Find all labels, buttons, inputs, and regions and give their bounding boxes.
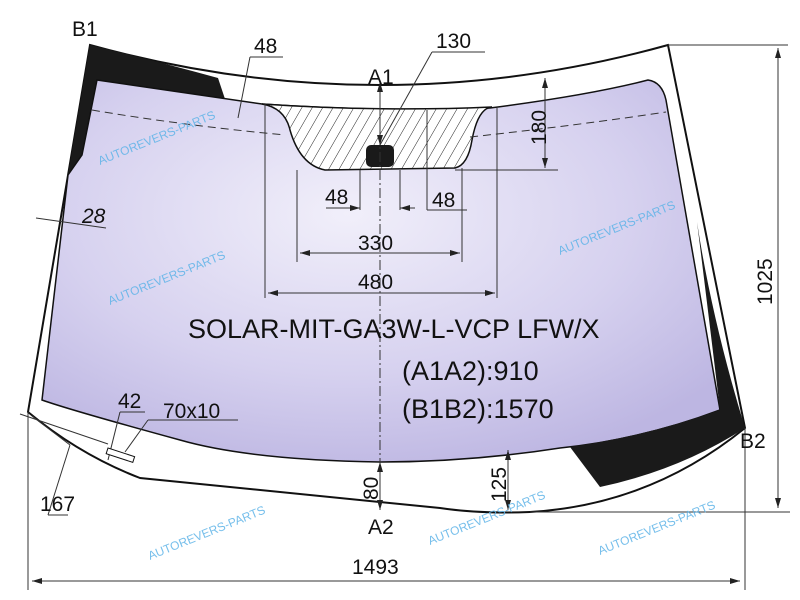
- dim-wiper-mark: 70x10: [163, 400, 220, 423]
- point-a1-label: A1: [368, 66, 394, 89]
- dim-corner-left: 167: [40, 493, 75, 516]
- dim-outer-width: 480: [358, 271, 393, 294]
- dim-inner-width: 330: [358, 232, 393, 255]
- dim-height: 1025: [754, 258, 777, 305]
- point-a2-label: A2: [368, 516, 394, 539]
- product-b1b2: (B1B2):1570: [402, 394, 554, 424]
- point-b2-label: B2: [740, 430, 766, 453]
- product-code: SOLAR-MIT-GA3W-L-VCP LFW/X: [188, 314, 600, 344]
- dim-wiper-offset: 42: [118, 390, 141, 413]
- dim-sensor-height: 180: [528, 110, 551, 145]
- dim-width: 1493: [352, 556, 399, 579]
- black-frit-right: [570, 222, 745, 487]
- dim-top-band: 48: [254, 35, 277, 58]
- dim-bottom-center: 80: [360, 477, 383, 500]
- sensor-zone-hatched: [261, 103, 493, 171]
- arrowheads: [32, 48, 781, 584]
- dim-sensor-area: 130: [436, 30, 471, 53]
- dim-side-band: 28: [81, 205, 106, 228]
- black-frit-top-left: [68, 45, 225, 175]
- svg-text:AUTOREVERS-PARTS: AUTOREVERS-PARTS: [146, 503, 267, 563]
- dim-sensor-left: 48: [325, 186, 348, 209]
- point-b1-label: B1: [72, 18, 98, 41]
- dashed-band-line: [91, 109, 286, 136]
- svg-text:AUTOREVERS-PARTS: AUTOREVERS-PARTS: [596, 498, 717, 558]
- product-a1a2: (A1A2):910: [402, 356, 539, 386]
- dim-sensor-right: 48: [432, 189, 455, 212]
- dim-bottom-right: 125: [488, 467, 511, 502]
